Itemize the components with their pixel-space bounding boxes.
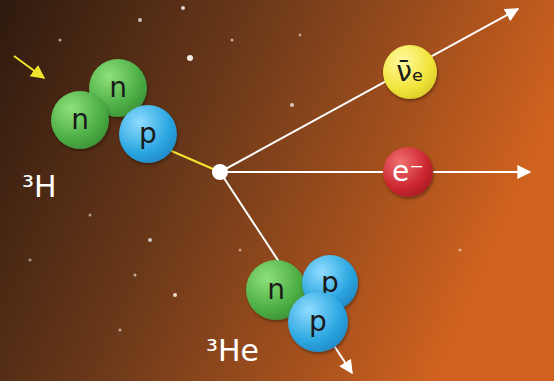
antineutrino-track: [220, 9, 518, 172]
particle-symbol: n: [71, 106, 89, 134]
electron-circle: e⁻: [383, 147, 433, 197]
decay-vertex: [212, 164, 228, 180]
nucleus-label: ³He: [206, 336, 259, 366]
stars: [29, 6, 462, 332]
nucleus-label: ³H: [22, 172, 57, 202]
nucleus-symbol: ³He: [206, 333, 259, 368]
particle-symbol: p: [139, 120, 157, 148]
proton-circle: p: [288, 292, 348, 352]
particle-symbol: n: [109, 74, 127, 102]
particle-symbol: p: [309, 308, 327, 336]
proton-circle: p: [119, 105, 177, 163]
neutron-circle: n: [51, 91, 109, 149]
incoming-arrow: [14, 56, 44, 78]
particle-symbol: ν̄ₑ: [396, 58, 423, 86]
particle-symbol: n: [267, 276, 285, 304]
antineutrino-circle: ν̄ₑ: [383, 45, 437, 99]
particle-symbol: e⁻: [392, 158, 424, 186]
electron-track: [220, 171, 530, 173]
nucleus-symbol: ³H: [22, 169, 57, 204]
